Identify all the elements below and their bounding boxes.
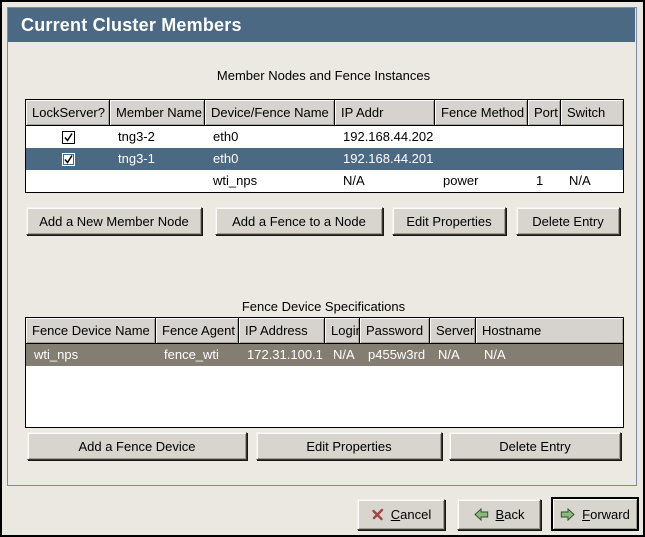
fence-method-cell[interactable]: power	[435, 170, 528, 192]
column-header-ip-address[interactable]: IP Address	[239, 318, 325, 344]
column-header-server[interactable]: Server	[430, 318, 476, 344]
red-x-icon	[371, 508, 384, 521]
fence-table-label: Fence Device Specifications	[25, 299, 622, 314]
member-name-cell[interactable]	[110, 170, 205, 192]
member-table-label: Member Nodes and Fence Instances	[25, 68, 622, 83]
switch-cell[interactable]	[561, 126, 623, 148]
ip-addr-cell[interactable]: 192.168.44.201	[335, 148, 435, 170]
login-cell[interactable]: N/A	[325, 344, 360, 366]
column-header-lockserver[interactable]: LockServer?	[26, 100, 110, 126]
password-cell[interactable]: p455w3rd	[360, 344, 430, 366]
column-header-login[interactable]: Login	[325, 318, 360, 344]
ip-addr-cell[interactable]: N/A	[335, 170, 435, 192]
lockserver-checkbox[interactable]	[62, 131, 75, 144]
port-cell[interactable]: 1	[528, 170, 561, 192]
fence-agent-cell[interactable]: fence_wti	[156, 344, 239, 366]
forward-button[interactable]: Forward	[551, 497, 639, 531]
ip-addr-cell[interactable]: 192.168.44.202	[335, 126, 435, 148]
fence-device-name-cell[interactable]: wti_nps	[26, 344, 156, 366]
port-cell[interactable]	[528, 126, 561, 148]
member-name-cell[interactable]: tng3-1	[110, 148, 205, 170]
switch-cell[interactable]: N/A	[561, 170, 623, 192]
forward-button-label: Forward	[582, 507, 630, 522]
column-header-member-name[interactable]: Member Name	[110, 100, 205, 126]
delete-fence-entry-button[interactable]: Delete Entry	[449, 432, 621, 460]
column-header-fence-device-name[interactable]: Fence Device Name	[26, 318, 156, 344]
page-title: Current Cluster Members	[8, 8, 635, 42]
column-header-device-fence-name[interactable]: Device/Fence Name	[205, 100, 335, 126]
column-header-fence-method[interactable]: Fence Method	[435, 100, 528, 126]
fence-method-cell[interactable]	[435, 126, 528, 148]
back-button[interactable]: Back	[457, 499, 541, 530]
column-header-switch[interactable]: Switch	[561, 100, 623, 126]
back-button-label: Back	[496, 507, 525, 522]
green-arrow-right-icon	[560, 508, 575, 521]
hostname-cell[interactable]: N/A	[476, 344, 623, 366]
server-cell[interactable]: N/A	[430, 344, 476, 366]
green-arrow-left-icon	[474, 508, 489, 521]
empty-table-area[interactable]	[26, 366, 623, 427]
fence-devices-table: Fence Device Name Fence Agent IP Address…	[25, 317, 624, 428]
column-header-port[interactable]: Port	[528, 100, 561, 126]
member-nodes-table: LockServer? Member Name Device/Fence Nam…	[25, 99, 624, 193]
ip-address-cell[interactable]: 172.31.100.1	[239, 344, 325, 366]
column-header-ip-addr[interactable]: IP Addr	[335, 100, 435, 126]
edit-fence-properties-button[interactable]: Edit Properties	[256, 432, 442, 460]
column-header-fence-agent[interactable]: Fence Agent	[156, 318, 239, 344]
add-fence-device-button[interactable]: Add a Fence Device	[27, 432, 247, 460]
cancel-button-label: Cancel	[391, 507, 431, 522]
cancel-button[interactable]: Cancel	[357, 499, 445, 530]
checkmark-icon	[63, 154, 74, 165]
add-fence-to-node-button[interactable]: Add a Fence to a Node	[215, 207, 383, 235]
fence-method-cell[interactable]	[435, 148, 528, 170]
lockserver-checkbox[interactable]	[62, 153, 75, 166]
member-name-cell[interactable]: tng3-2	[110, 126, 205, 148]
column-header-password[interactable]: Password	[360, 318, 430, 344]
add-member-node-button[interactable]: Add a New Member Node	[26, 207, 202, 235]
device-fence-cell[interactable]: wti_nps	[205, 170, 335, 192]
edit-member-properties-button[interactable]: Edit Properties	[392, 207, 506, 235]
device-fence-cell[interactable]: eth0	[205, 126, 335, 148]
device-fence-cell[interactable]: eth0	[205, 148, 335, 170]
switch-cell[interactable]	[561, 148, 623, 170]
delete-member-entry-button[interactable]: Delete Entry	[516, 207, 620, 235]
checkmark-icon	[63, 132, 74, 143]
column-header-hostname[interactable]: Hostname	[476, 318, 623, 344]
port-cell[interactable]	[528, 148, 561, 170]
